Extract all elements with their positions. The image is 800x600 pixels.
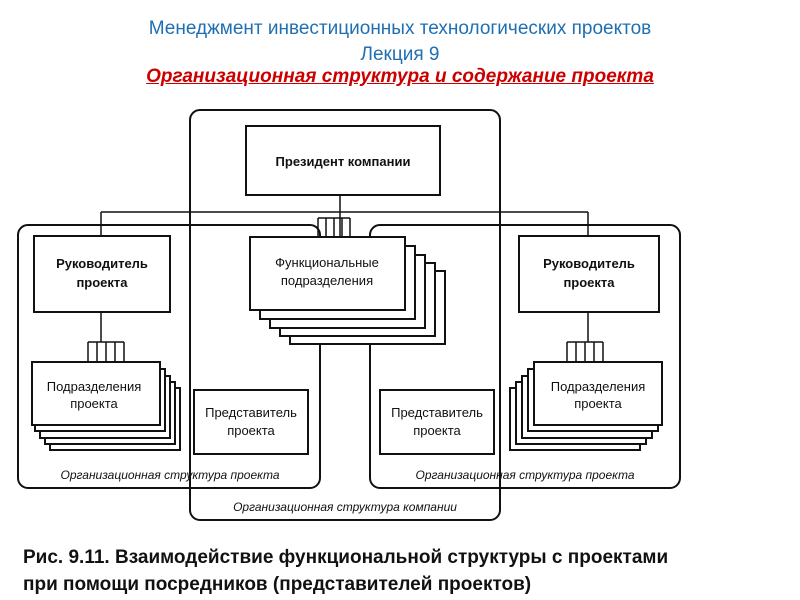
right-manager-line2: проекта [563, 275, 615, 290]
left-project-structure-frame [17, 224, 321, 489]
company-structure-frame [189, 109, 501, 521]
slide-subtitle: Организационная структура и содержание п… [146, 66, 654, 87]
left-manager-line1: Руководитель [56, 256, 148, 271]
left-project-units-box [31, 361, 161, 426]
right-manager-line1: Руководитель [543, 256, 635, 271]
org-structure-diagram: Президент компании Функциональные подраз… [17, 109, 681, 521]
lecture-number: Лекция 9 [360, 44, 440, 65]
right-representative-line2: проекта [413, 423, 461, 438]
left-manager-box [33, 235, 171, 313]
right-representative-line1: Представитель [391, 405, 483, 420]
right-units-line1: Подразделения [551, 379, 646, 394]
caption-line1: Рис. 9.11. Взаимодействие функциональной… [23, 547, 669, 568]
left-units-line2: проекта [70, 396, 118, 411]
course-title: Менеджмент инвестиционных технологически… [148, 18, 652, 39]
right-project-units-box [533, 361, 663, 426]
left-representative-line2: проекта [227, 423, 275, 438]
president-label: Президент компании [276, 154, 411, 169]
right-representative-box [379, 389, 495, 455]
left-project-structure-label: Организационная структура проекта [60, 468, 279, 482]
right-manager-box [518, 235, 660, 313]
figure-caption: Рис. 9.11. Взаимодействие функциональной… [23, 544, 793, 598]
president-box [245, 125, 441, 196]
right-project-structure-label: Организационная структура проекта [415, 468, 634, 482]
company-structure-label: Организационная структура компании [233, 500, 457, 514]
left-representative-box [193, 389, 309, 455]
left-representative-line1: Представитель [205, 405, 297, 420]
right-project-structure-frame [369, 224, 681, 489]
left-units-line1: Подразделения [47, 379, 142, 394]
left-manager-line2: проекта [76, 275, 128, 290]
functional-units-line1: Функциональные [275, 255, 379, 270]
functional-units-box [249, 236, 406, 311]
functional-units-line2: подразделения [281, 273, 373, 288]
right-units-line2: проекта [574, 396, 622, 411]
caption-line2: при помощи посредников (представителей п… [23, 574, 532, 595]
